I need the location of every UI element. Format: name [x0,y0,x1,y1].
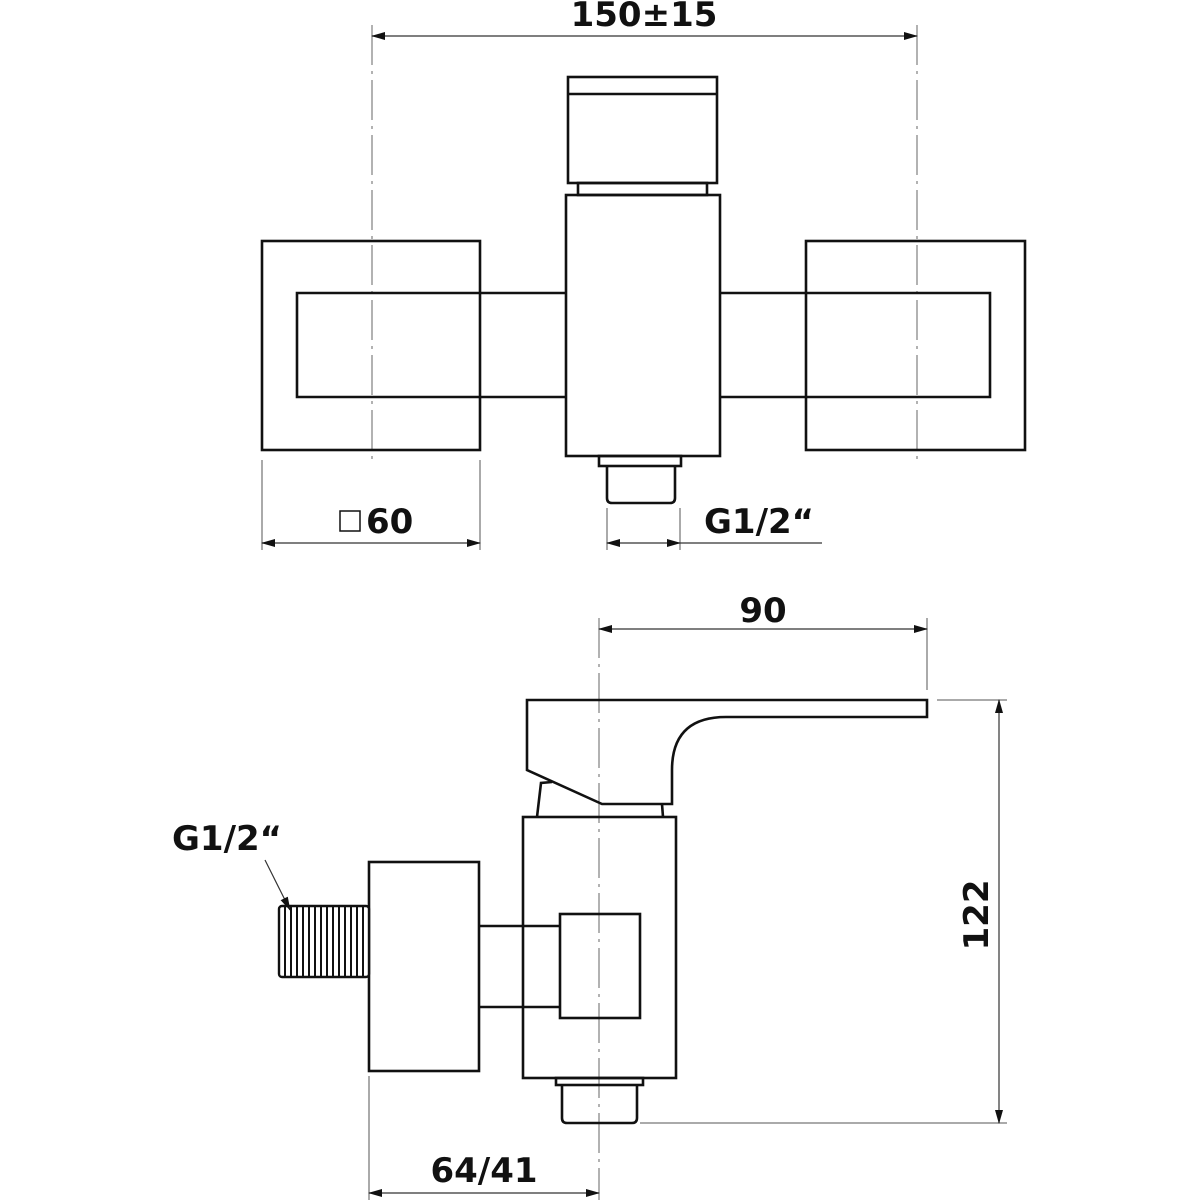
wall-flange-side [367,860,481,1073]
lever-handle [525,698,929,806]
connector-pipe [479,924,560,1009]
cartridge-cap [535,780,553,818]
outlet-nipple-top [597,454,683,505]
mixer-body-top [564,193,722,458]
wall-offset-label: 64/41 [430,1151,537,1191]
flange-size-label: 60 [366,502,413,542]
height-label: 122 [957,880,997,951]
inlet-thread [277,904,371,979]
left-flange [260,239,566,452]
overall-width-label: 150±15 [571,0,718,35]
square-symbol-icon [339,510,361,532]
handle-top [566,75,719,197]
spout-depth-label: 90 [739,591,786,631]
inlet-boss [558,912,642,1020]
side-view: 90 G1/2“ 122 64/41 [172,591,1007,1200]
outlet-thread-label: G1/2“ [704,502,814,542]
inlet-thread-leader [264,859,291,911]
inlet-thread-label: G1/2“ [172,819,282,859]
right-flange [720,239,1027,452]
top-view: 150±15 60 G1/2“ [260,0,1027,550]
outlet-nipple-side [554,1076,645,1125]
